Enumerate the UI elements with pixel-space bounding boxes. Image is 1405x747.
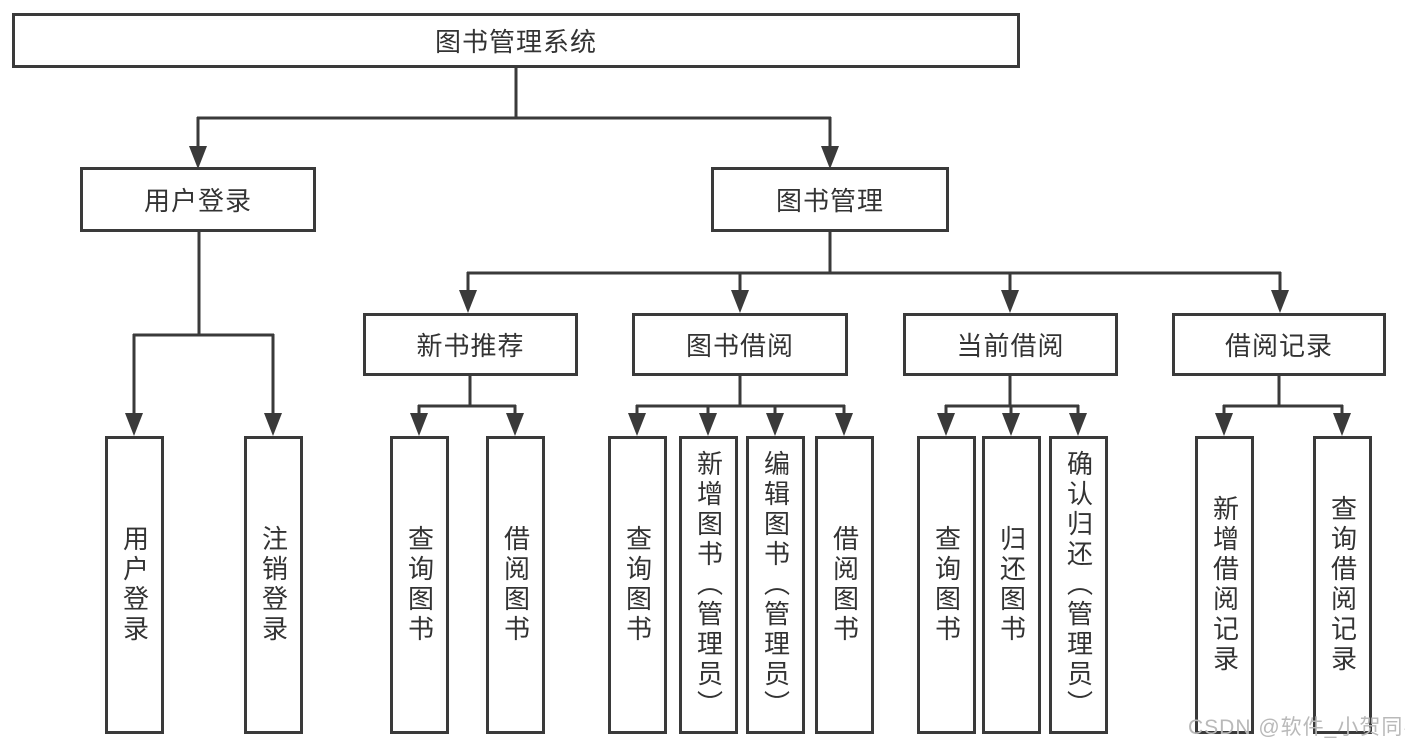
leaf-newbook-query-book: 查询图书 [390,436,449,734]
leaf-borrow-borrow-book: 借阅图书 [815,436,874,734]
node-current-borrow: 当前借阅 [903,313,1118,376]
leaf-newbook-query-book-label: 查询图书 [404,525,435,645]
node-new-book-recommend: 新书推荐 [363,313,578,376]
node-root-system: 图书管理系统 [12,13,1020,68]
node-book-management-label: 图书管理 [775,186,884,216]
leaf-borrow-add-book-admin-label: 新增图书（管理员） [693,450,724,720]
leaf-newbook-borrow-book: 借阅图书 [486,436,545,734]
leaf-records-add-record: 新增借阅记录 [1195,436,1254,734]
leaf-records-query-record: 查询借阅记录 [1313,436,1372,734]
csdn-watermark: CSDN @软件_小贺同学 [1188,716,1405,739]
leaf-logout-login: 注销登录 [244,436,303,734]
leaf-borrow-query-book: 查询图书 [608,436,667,734]
connector-edges [132,68,1344,414]
leaf-borrow-edit-book-admin-label: 编辑图书（管理员） [760,450,791,720]
leaf-current-query-book: 查询图书 [917,436,976,734]
leaf-records-add-record-label: 新增借阅记录 [1209,495,1240,675]
node-book-borrow: 图书借阅 [632,313,848,376]
leaf-records-query-record-label: 查询借阅记录 [1327,495,1358,675]
node-book-management: 图书管理 [711,167,949,232]
node-borrow-records: 借阅记录 [1172,313,1386,376]
node-user-login-label: 用户登录 [143,186,252,216]
leaf-current-query-book-label: 查询图书 [931,525,962,645]
leaf-borrow-query-book-label: 查询图书 [622,525,653,645]
leaf-user-login-label: 用户登录 [119,525,150,645]
leaf-borrow-edit-book-admin: 编辑图书（管理员） [746,436,805,734]
leaf-current-return-book: 归还图书 [982,436,1041,734]
node-root-system-label: 图书管理系统 [434,27,597,57]
node-current-borrow-label: 当前借阅 [956,331,1065,361]
leaf-borrow-borrow-book-label: 借阅图书 [829,525,860,645]
leaf-current-confirm-return-admin: 确认归还（管理员） [1049,436,1108,734]
node-borrow-records-label: 借阅记录 [1224,331,1333,361]
node-book-borrow-label: 图书借阅 [685,331,794,361]
node-new-book-recommend-label: 新书推荐 [416,331,525,361]
leaf-newbook-borrow-book-label: 借阅图书 [500,525,531,645]
leaf-current-return-book-label: 归还图书 [996,525,1027,645]
leaf-borrow-add-book-admin: 新增图书（管理员） [679,436,738,734]
arrow-down-icons [125,146,1351,436]
leaf-user-login: 用户登录 [105,436,164,734]
leaf-logout-login-label: 注销登录 [258,525,289,645]
leaf-current-confirm-return-admin-label: 确认归还（管理员） [1063,450,1094,720]
node-user-login: 用户登录 [80,167,316,232]
